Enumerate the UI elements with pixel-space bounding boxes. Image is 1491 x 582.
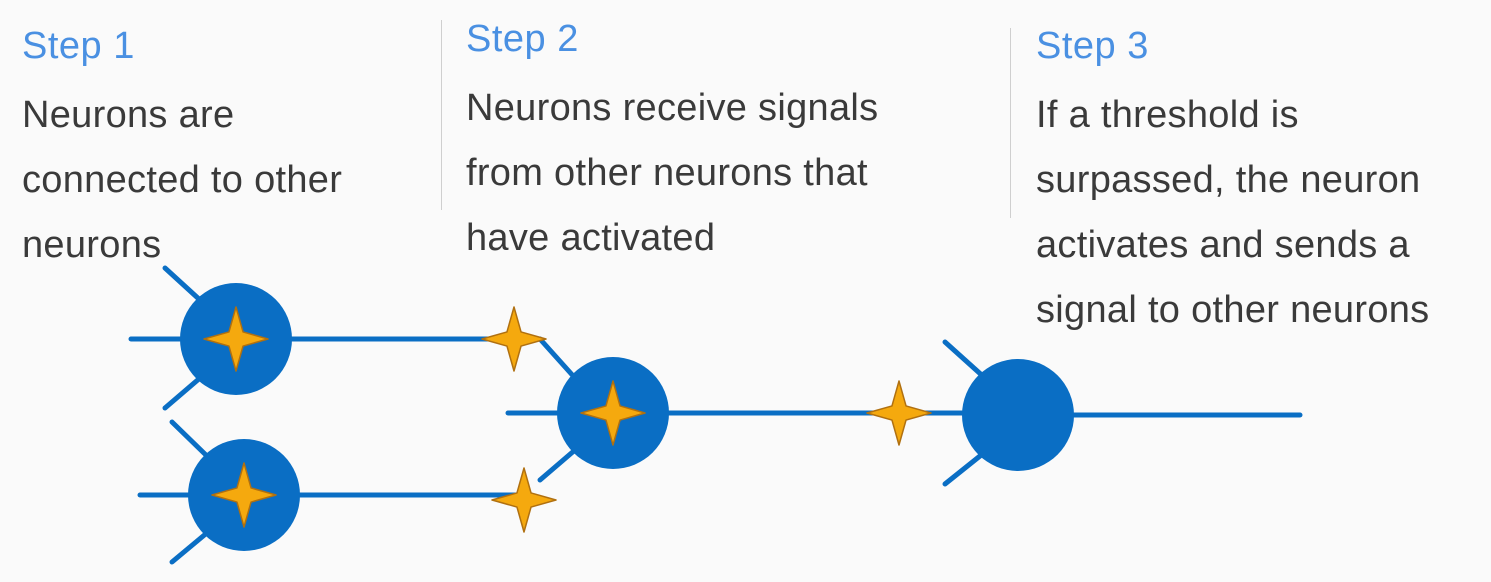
dendrite-line <box>162 375 203 411</box>
step-2-description: Neurons receive signals from other neuro… <box>466 76 986 271</box>
dendrite-line <box>942 339 988 381</box>
dendrite-line <box>162 265 203 303</box>
step-2-block: Step 2 Neurons receive signals from othe… <box>466 20 986 271</box>
step-3-line: surpassed, the neuron <box>1036 159 1421 201</box>
neuron-c-activation-icon <box>580 380 646 446</box>
axon-line <box>537 336 578 381</box>
step-3-line: signal to other neurons <box>1036 289 1430 331</box>
step-2-line: from other neurons that <box>466 152 868 194</box>
step-1-line: connected to other <box>22 159 343 201</box>
step-2-title: Step 2 <box>466 18 579 60</box>
step-3-line: If a threshold is <box>1036 94 1299 136</box>
signal-a-to-c-icon <box>481 306 547 372</box>
neuron-d-body <box>962 359 1074 471</box>
signal-sparks <box>481 306 932 533</box>
step-1-block: Step 1 Neurons are connected to other ne… <box>22 27 422 278</box>
step-1-description: Neurons are connected to other neurons <box>22 83 422 278</box>
neuron-a-activation-icon <box>203 306 269 372</box>
dendrite-line <box>942 449 988 487</box>
step-2-line: Neurons receive signals <box>466 87 879 129</box>
step-3-title: Step 3 <box>1036 25 1149 67</box>
dendrite-line <box>169 529 211 565</box>
step-3-description: If a threshold is surpassed, the neuron … <box>1036 83 1486 343</box>
dendrite-line <box>169 419 211 460</box>
step-2-line: have activated <box>466 217 716 259</box>
neuron-bodies <box>180 283 1074 551</box>
axon-line <box>537 447 578 483</box>
step-1-title: Step 1 <box>22 25 135 67</box>
step-3-line: activates and sends a <box>1036 224 1410 266</box>
signal-b-to-c-icon <box>491 467 557 533</box>
step-3-block: Step 3 If a threshold is surpassed, the … <box>1036 27 1486 343</box>
neuron-connections <box>128 265 1303 565</box>
signal-c-to-d-icon <box>866 380 932 446</box>
step-divider <box>1010 28 1011 218</box>
step-divider <box>441 20 442 210</box>
step-1-line: Neurons are <box>22 94 235 136</box>
neuron-b-activation-icon <box>211 462 277 528</box>
step-1-line: neurons <box>22 224 162 266</box>
